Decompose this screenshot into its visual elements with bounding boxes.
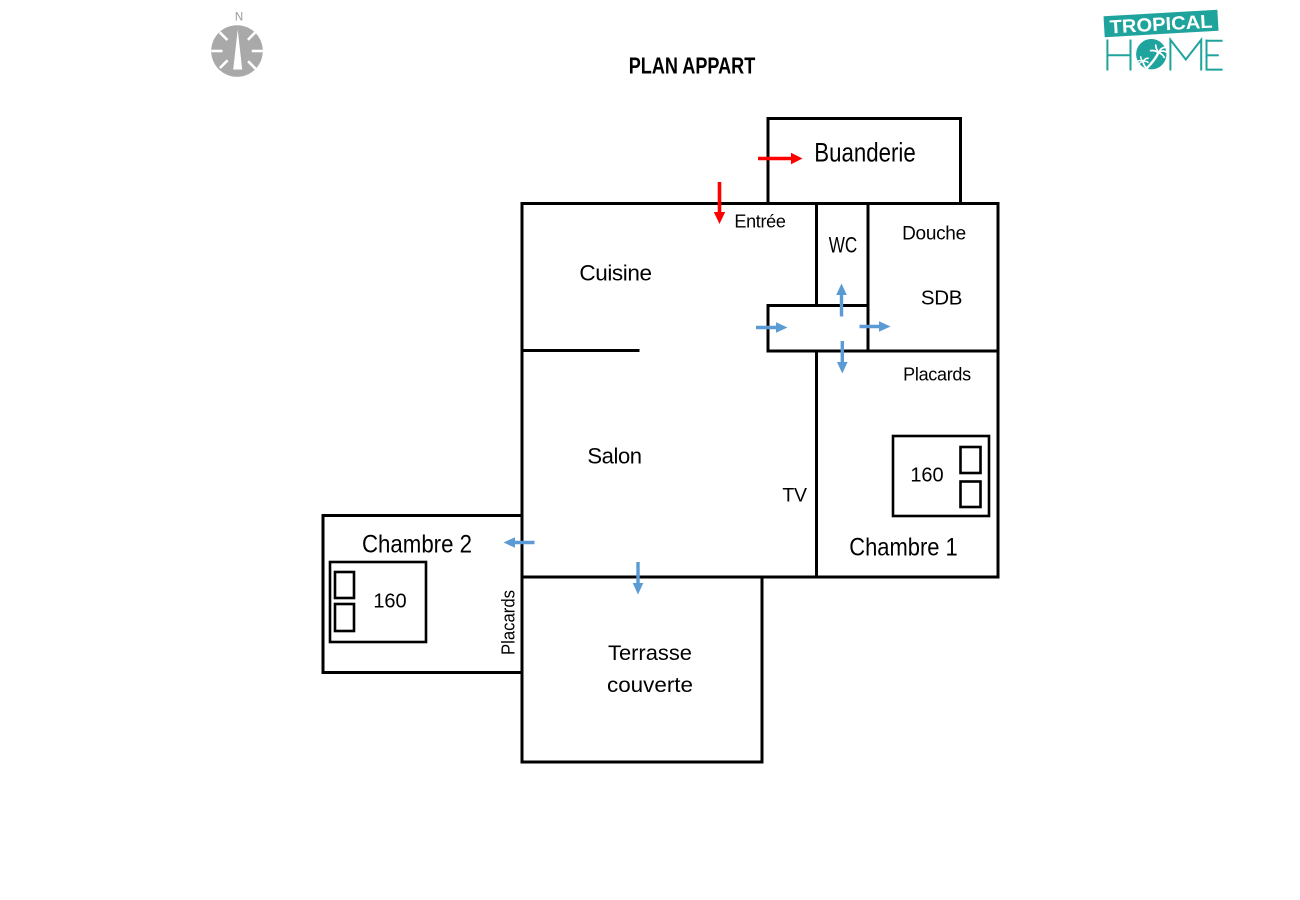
svg-text:Chambre 2: Chambre 2 — [362, 531, 472, 559]
svg-text:Placards: Placards — [903, 365, 971, 385]
svg-text:Buanderie: Buanderie — [814, 138, 916, 168]
svg-text:Placards: Placards — [499, 590, 519, 655]
svg-text:Terrasse: Terrasse — [608, 641, 692, 665]
svg-text:WC: WC — [829, 233, 858, 258]
svg-text:160: 160 — [373, 591, 406, 613]
svg-text:Salon: Salon — [587, 444, 641, 469]
svg-text:couverte: couverte — [607, 673, 693, 697]
svg-text:Entrée: Entrée — [734, 212, 786, 232]
svg-text:Chambre 1: Chambre 1 — [849, 534, 958, 562]
svg-text:N: N — [235, 12, 243, 24]
svg-text:Douche: Douche — [902, 224, 966, 245]
svg-text:TV: TV — [782, 485, 807, 507]
svg-text:Cuisine: Cuisine — [579, 261, 651, 286]
svg-text:SDB: SDB — [921, 287, 962, 310]
svg-text:160: 160 — [910, 465, 943, 487]
svg-text:PLAN APPART: PLAN APPART — [629, 53, 756, 79]
